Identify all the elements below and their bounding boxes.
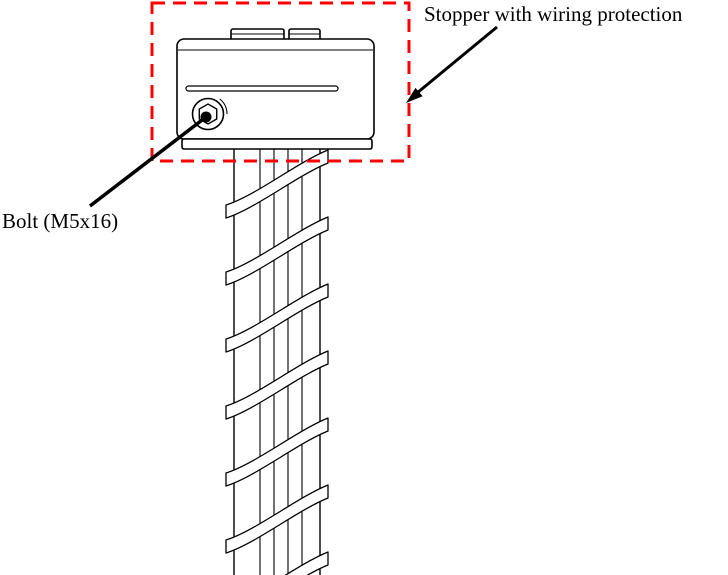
bolt-leader-line	[88, 115, 208, 208]
spiral-cable	[225, 149, 329, 575]
stopper-leader-line	[416, 25, 498, 95]
stopper-flange	[181, 138, 373, 150]
stopper-slot	[185, 85, 339, 92]
bolt-leader-dot-icon	[200, 111, 212, 123]
stopper-label: Stopper with wiring protection	[424, 2, 683, 26]
spiral-bands	[225, 149, 329, 575]
stopper-body	[176, 28, 375, 150]
stopper-leader-arrow	[406, 25, 498, 103]
stopper-arrowhead-icon	[406, 87, 423, 103]
bolt-label: Bolt (M5x16)	[2, 209, 119, 233]
bolt-leader-arrow	[88, 111, 212, 208]
highlight-dashed-box	[150, 1, 411, 163]
bolt-boss-arc	[219, 98, 228, 115]
